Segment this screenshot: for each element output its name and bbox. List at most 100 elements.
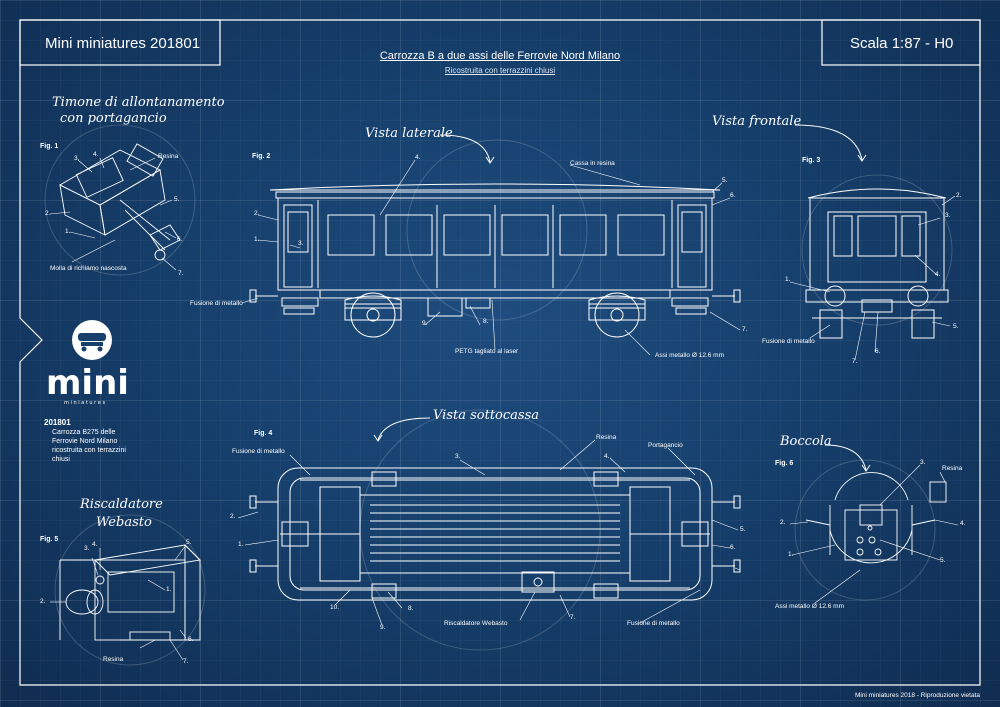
scale-text: Scala 1:87 - H0 — [850, 35, 954, 52]
fig4-num-2: 2. — [230, 513, 236, 520]
product-description: Carrozza B275 delle Ferrovie Nord Milano… — [52, 429, 126, 463]
right-title-box — [821, 19, 981, 66]
fig1-drawing — [59, 143, 181, 261]
fig6-num-5: 5. — [940, 557, 946, 564]
fig3-front-view — [805, 188, 949, 339]
fig2-num-2: 2. — [254, 210, 260, 217]
fig4-riscaldatore-label: Riscaldatore Webasto — [444, 620, 508, 627]
fig3-num-1: 1. — [785, 276, 791, 283]
logo-wordmark: mini — [46, 363, 129, 403]
fig2-cassa-label: Cassa in resina — [570, 160, 615, 167]
heading-riscaldatore-line1: Riscaldatore — [80, 497, 163, 512]
fig4-num-9: 9. — [380, 624, 386, 631]
fig4-resina-label: Resina — [596, 434, 617, 441]
heading-laterale: Vista laterale — [365, 126, 453, 141]
fig3-num-2: 2. — [956, 192, 962, 199]
fig2-num-1: 1. — [254, 236, 260, 243]
fig2-num-4: 4. — [415, 154, 421, 161]
fig1-num-1: 1. — [65, 228, 71, 235]
fig2-petg-label: PETG tagliato al laser — [455, 348, 519, 355]
fig2-fusione-label: Fusione di metallo — [190, 300, 243, 307]
logo-subtext: m i n i a t u r e s — [64, 400, 105, 406]
fig5-num-1: 1. — [166, 586, 172, 593]
fig3-label: Fig. 3 — [802, 157, 821, 164]
fig3-fusione-label: Fusione di metallo — [762, 338, 815, 345]
fig3-num-3: 3. — [945, 212, 951, 219]
fig5-num-5: 5. — [186, 539, 192, 546]
fig2-num-5: 5. — [722, 177, 728, 184]
brand-block: mini m i n i a t u r e s — [44, 318, 144, 413]
fig6-num-2: 2. — [780, 519, 786, 526]
fig2-assi-label: Assi metallo Ø 12.6 mm — [655, 352, 724, 359]
fig6-assi-label: Assi metallo Ø 12.6 mm — [775, 603, 844, 610]
fig6-resina-label: Resina — [942, 465, 963, 472]
heading-timone-line1: Timone di allontanamento — [52, 95, 225, 110]
arrow-sottocassa — [377, 417, 431, 441]
fig1-num-3: 3. — [74, 155, 80, 162]
fig6-num-4: 4. — [960, 520, 966, 527]
fig5-heater — [59, 543, 201, 641]
fig3-num-4: 4. — [935, 271, 941, 278]
footer-copyright: Mini miniatures 2018 - Riproduzione viet… — [854, 692, 980, 699]
fig2-num-8: 8. — [483, 318, 489, 325]
arrow-frontale — [794, 124, 863, 161]
fig1-molla-label: Molla di richiamo nascosta — [50, 265, 127, 272]
fig1-label: Fig. 1 — [40, 143, 59, 150]
fig4-num-10: 10. — [330, 604, 340, 611]
mini-logo: mini m i n i a t u r e s — [46, 320, 129, 406]
fig2-num-9: 9. — [422, 320, 428, 327]
fig4-num-7: 7. — [570, 614, 576, 621]
fig4-num-4: 4. — [604, 453, 610, 460]
fig4-underbody — [249, 467, 741, 601]
fig4-num-6: 6. — [730, 544, 736, 551]
product-code: 201801 — [44, 418, 71, 427]
fig4-portagancio-label: Portagancio — [648, 442, 683, 449]
fig5-num-3: 3. — [84, 545, 90, 552]
fig4-num-5: 5. — [740, 526, 746, 533]
outer-frame — [19, 19, 981, 686]
heading-sottocassa: Vista sottocassa — [433, 408, 539, 423]
heading-riscaldatore-line2: Webasto — [96, 515, 152, 530]
fig6-label: Fig. 6 — [775, 460, 794, 467]
fig1-num-5: 5. — [174, 196, 180, 203]
fig3-num-6: 6. — [875, 348, 881, 355]
fig5-num-7: 7. — [183, 658, 189, 665]
fig2-num-3: 3. — [298, 240, 304, 247]
fig1-num-6: 6. — [177, 236, 183, 243]
left-title-text: Mini miniatures 201801 — [45, 35, 201, 52]
fig1-num-2: 2. — [45, 210, 51, 217]
fig3-num-5: 5. — [953, 323, 959, 330]
fig1-resina-label: Resina — [158, 153, 179, 160]
arrow-laterale — [439, 134, 491, 163]
arrow-boccola — [824, 444, 867, 471]
fig4-num-3: 3. — [455, 453, 461, 460]
heading-frontale: Vista frontale — [712, 114, 802, 129]
fig2-side-view — [249, 183, 741, 338]
fig5-num-4: 4. — [92, 541, 98, 548]
fig2-num-7: 7. — [742, 326, 748, 333]
fig6-num-3: 3. — [920, 459, 926, 466]
fig4-fusione-top-label: Fusione di metallo — [232, 448, 285, 455]
fig1-num-4: 4. — [93, 151, 99, 158]
fig4-num-8: 8. — [408, 605, 414, 612]
fig2-label: Fig. 2 — [252, 153, 271, 160]
heading-timone-line2: con portagancio — [60, 111, 167, 126]
page-subtitle: Ricostruita con terrazzini chiusi — [444, 66, 556, 75]
fig5-resina-label: Resina — [103, 656, 124, 663]
left-title-box — [19, 19, 221, 66]
fig3-num-7: 7. — [852, 358, 858, 365]
fig5-label: Fig. 5 — [40, 536, 59, 543]
fig4-label: Fig. 4 — [254, 430, 273, 437]
fig6-axlebox — [805, 472, 947, 564]
fig1-num-7: 7. — [178, 270, 184, 277]
heading-boccola: Boccola — [780, 434, 832, 449]
fig4-fusione-bottom-label: Fusione di metallo — [627, 620, 680, 627]
page-title: Carrozza B a due assi delle Ferrovie Nor… — [379, 50, 621, 62]
fig5-num-2: 2. — [40, 598, 46, 605]
fig5-num-6: 6. — [188, 636, 194, 643]
fig4-num-1: 1. — [238, 541, 244, 548]
fig6-num-1: 1. — [788, 551, 794, 558]
